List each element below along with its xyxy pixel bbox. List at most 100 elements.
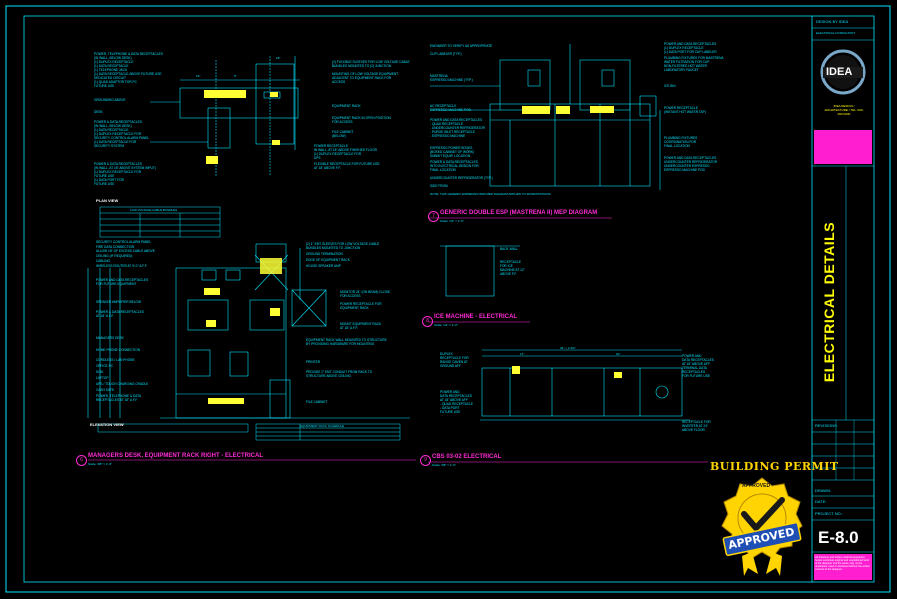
approved-seal-text: APPROVED <box>742 483 771 489</box>
dim-6: 6" <box>234 74 237 78</box>
note-elev-2: FIRE DATA CONNECTION ALLOW 18" OF EXCESS… <box>96 245 155 253</box>
consultant-header: ELECTRICAL CONSULTANT <box>816 31 856 35</box>
note-esp-9: SIDE FROM <box>430 184 448 188</box>
back-wall-label: BACK WALL <box>500 247 519 251</box>
detail-7-title: GENERIC DOUBLE ESP (MASTRENA II) MEP DIA… <box>440 210 598 216</box>
note-elev-5: WIRELESS ROUTER AT 9'-0" A.F.F. <box>96 264 148 268</box>
ice-receptacle-label: RECEPTACLE FOR ICE MACHINE AT 12" ABOVE … <box>500 260 525 276</box>
logo-text: IDEA <box>826 66 853 78</box>
note-esp-r-1: POWER AND DATA RECEPTACLES (1) DUPLEX RE… <box>664 42 717 54</box>
plan-view-label: PLAN VIEW <box>96 198 119 203</box>
detail-8-number: 8 <box>422 316 433 327</box>
detail-6-title: MANAGERS DESK, EQUIPMENT RACK RIGHT - EL… <box>88 453 264 459</box>
note-esp-r-5: PLUMBING FIXTURES COORDINATION FOR FINAL… <box>664 136 698 148</box>
drawn-label: DRAWN: <box>815 488 832 493</box>
note-elev-12: OFFICE PC <box>96 364 114 368</box>
detail-7-number: 7 <box>428 211 439 222</box>
dim-17: 17" <box>520 352 525 356</box>
note-cbs-l-2: POWER AND DATA RECEPTACLES AT 18" ABOVE … <box>440 390 474 414</box>
note-rack-11: FILE CABINET <box>306 400 328 404</box>
note-elev-16: CASH SAFE <box>96 388 115 392</box>
note-esp-6: ESPRESSO POWER BOXES (BOXED CABINET OF W… <box>430 146 475 158</box>
note-rack-6: POWER RECEPTACLE FOR EQUIPMENT RACK <box>340 302 382 310</box>
note-mid-7: FLEXIBLE RECEPTACLE FOR FUTURE USE AT 18… <box>314 162 380 170</box>
detail-8-title: ICE MACHINE - ELECTRICAL <box>434 314 517 320</box>
detail-9-title: CBS 03-02 ELECTRICAL <box>432 454 502 460</box>
note-esp-r-2: PLUMBING FIXTURES FOR MASTRENA WATER FIL… <box>664 56 724 72</box>
detail-6-scale: Scale: 3/8" = 1'-0" <box>88 462 112 466</box>
designer-header: DESIGN BY IDEA <box>816 19 849 24</box>
note-esp-7: POWER & DATA RECEPTACLES INTO ELECTRICAL… <box>430 160 479 172</box>
note-cbs-r-2: RECEPTACLE FOR INVERTER AT 24" ABOVE FLO… <box>682 420 711 432</box>
note-elev-14: LAPTOP <box>96 376 109 380</box>
note-elev-13: DISK <box>96 370 104 374</box>
dim-20: 20" <box>616 352 621 356</box>
note-elev-15: UPS / TOUCH CHARGING CRADLE <box>96 382 149 386</box>
detail-7-scale: Scale: 1/4" = 1'-0" <box>440 219 464 223</box>
dim-18: 18" <box>276 56 281 60</box>
disclaimer: All drawings and written material appear… <box>815 556 871 571</box>
note-mid-2: MOUNTING OF LOW VOLTAGE EQUIPMENT ADJACE… <box>332 72 399 84</box>
note-esp-1: ENGINEER TO VERIFY AS APPROPRIATE <box>430 44 493 48</box>
rack-schedule-title: EQUIPMENT RACK SCHEDULE <box>300 424 345 428</box>
note-elev-4: CABLING <box>96 259 110 263</box>
detail-9-number: 9 <box>420 455 431 466</box>
firm-address: IDEA DESIGN / ARCHITECTURE / TEL: 000-00… <box>824 104 864 116</box>
note-rack-1: (2) 1" EMT SLEEVES FOR LOW VOLTAGE CABLE… <box>306 242 380 250</box>
note-esp-r-4: POWER RECEPTACLE (INSTANT HOT WATER TAP) <box>664 106 706 114</box>
note-esp-2: CUP LABELER (TYP.) <box>430 52 462 56</box>
note-rack-9: PRINTER <box>306 360 320 364</box>
note-esp-4: AC RECEPTACLE ESPRESSO MACHINE POD <box>430 104 471 112</box>
idea-logo <box>820 49 866 95</box>
note-left-5: POWER & DATA RECEPTACLES (IN WALL, AT 18… <box>94 162 156 186</box>
managers-desk-plan <box>150 56 300 176</box>
note-left-1: POWER, TELEPHONE & DATA RECEPTACLES (IN … <box>94 52 163 88</box>
note-esp-8: UNDERCOUNTER REFRIGERATOR (TYP.) <box>430 176 493 180</box>
note-rack-2: GROUND TERMINATION <box>306 252 343 256</box>
note-rack-7: MOUNT EQUIPMENT RACK AT 18" A.F.F. <box>340 322 382 330</box>
elevation-view-label: ELEVATION VIEW <box>90 422 124 427</box>
low-voltage-table-title: LOW VOLTAGE CABLE BUNDLES <box>130 208 178 212</box>
note-elev-7: SPEAKER AMPLIFIER BELOW <box>96 300 141 304</box>
sheet-title: ELECTRICAL DETAILS <box>821 221 837 383</box>
ice-machine-diagram <box>440 245 520 297</box>
note-elev-9: MANAGERS DESK <box>96 336 124 340</box>
note-mid-5: FILE CABINET (BELOW) <box>332 130 354 138</box>
note-esp-5: POWER AND DATA RECEPTACLES - QUAD RECEPT… <box>430 118 485 138</box>
note-esp-r-3: ICE BIN <box>664 84 676 88</box>
detail-8-scale: Scale: 1/2" = 1'-0" <box>434 323 458 327</box>
note-rack-10: PROVIDE 2" EMT CONDUIT FROM RACK TO STRU… <box>306 370 373 378</box>
note-elev-3: CEILING (IF REQUIRED) <box>96 254 133 258</box>
esp-note: NOTE: THIS GENERIC ESPRESSO BAR MEP DIAG… <box>430 192 552 196</box>
note-left-2: GROUNDING ABOVE <box>94 98 126 102</box>
note-mid-3: EQUIPMENT RACK <box>332 104 361 108</box>
managers-desk-elevation <box>87 243 410 419</box>
project-label: PROJECT NO.: <box>815 511 843 516</box>
equipment-rack-schedule-table <box>97 423 401 441</box>
detail-6-number: 6 <box>76 455 87 466</box>
note-elev-8: POWER & DATA RECEPTACLES AT 18" A.F.F. <box>96 310 144 318</box>
note-cbs-l-1: DUPLEX RECEPTACLE FOR RANGE OAVEN AT GRO… <box>440 352 469 368</box>
note-rack-3: EDGE OF EQUIPMENT RACK <box>306 258 350 262</box>
note-mid-4: EQUIPMENT RACK IN OPEN POSITION FOR ACCE… <box>332 116 391 124</box>
note-esp-3: MASTRENA ESPRESSO MACHINE (TYP.) <box>430 74 473 82</box>
low-voltage-table <box>99 206 221 238</box>
building-permit-label: BUILDING PERMIT <box>710 460 839 473</box>
note-left-3: DESK <box>94 110 103 114</box>
dim-16: 16" <box>196 74 201 78</box>
note-mid-1: (2) FLEXIBLE SLEEVES FOR LOW VOLTAGE CAB… <box>332 60 410 68</box>
note-elev-1: SECURITY CONTROL ALARM PANEL <box>96 240 152 244</box>
note-rack-8: EQUIPMENT RACK WALL MOUNTED TO STRUCTURE… <box>306 338 387 346</box>
note-elev-11: CORDLESS / LAN PHONE <box>96 358 135 362</box>
note-elev-6: POWER AND DATA RECEPTACLES FOR FUTURE EQ… <box>96 278 149 286</box>
note-elev-10: HOME PHONE CONNECTION <box>96 348 141 352</box>
dim-34: 34" + 2 3/4" <box>560 346 576 350</box>
cbs-diagram <box>480 349 690 421</box>
sheet-number: E-8.0 <box>818 528 859 547</box>
note-esp-r-6: POWER AND DATA RECEPTACLES UNDERCOUNTER … <box>664 156 718 172</box>
note-rack-5: MONITOR 24" (ON BEAM) CLOSE FOR ACCESS <box>340 290 390 298</box>
note-cbs-r-1: POWER AND DATA RECEPTACLES AT 18" ABOVE … <box>682 354 714 378</box>
note-mid-6: POWER RECEPTACLE IN WALL, AT 18" ABOVE F… <box>314 144 377 160</box>
note-elev-17: POWER, TELEPHONE & DATA RECEPTACLES AT 1… <box>96 394 141 402</box>
detail-9-scale: Scale: 3/8" = 1'-0" <box>432 463 456 467</box>
